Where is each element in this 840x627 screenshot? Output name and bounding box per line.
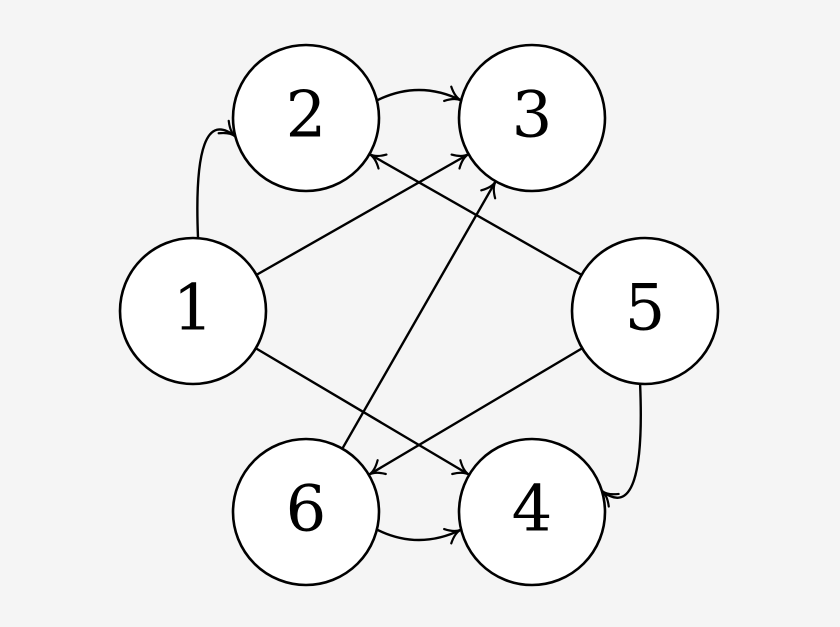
node-4: 4 xyxy=(457,437,607,587)
node-circle-1 xyxy=(118,236,268,386)
node-label-3: 3 xyxy=(512,79,553,153)
node-circle-2 xyxy=(231,43,381,193)
node-label-5: 5 xyxy=(625,272,666,346)
node-label-6: 6 xyxy=(286,473,327,547)
node-6: 6 xyxy=(231,437,381,587)
node-5: 5 xyxy=(570,236,720,386)
edge-6-to-3 xyxy=(341,180,497,450)
edge-1-to-2 xyxy=(196,119,237,239)
node-circle-5 xyxy=(570,236,720,386)
node-label-1: 1 xyxy=(173,272,214,346)
edges-layer xyxy=(196,85,642,545)
nodes-layer: 1 2 3 4 5 6 xyxy=(118,43,720,587)
node-label-2: 2 xyxy=(286,79,327,153)
node-1: 1 xyxy=(118,236,268,386)
node-circle-6 xyxy=(231,437,381,587)
node-3: 3 xyxy=(457,43,607,193)
edge-5-to-6 xyxy=(367,347,583,476)
edge-5-to-4 xyxy=(600,383,642,508)
node-2: 2 xyxy=(231,43,381,193)
node-circle-3 xyxy=(457,43,607,193)
edge-1-to-3 xyxy=(255,153,470,276)
edge-6-to-4 xyxy=(376,527,463,545)
edge-2-to-3 xyxy=(376,85,463,103)
node-circle-4 xyxy=(457,437,607,587)
node-label-4: 4 xyxy=(512,473,553,547)
